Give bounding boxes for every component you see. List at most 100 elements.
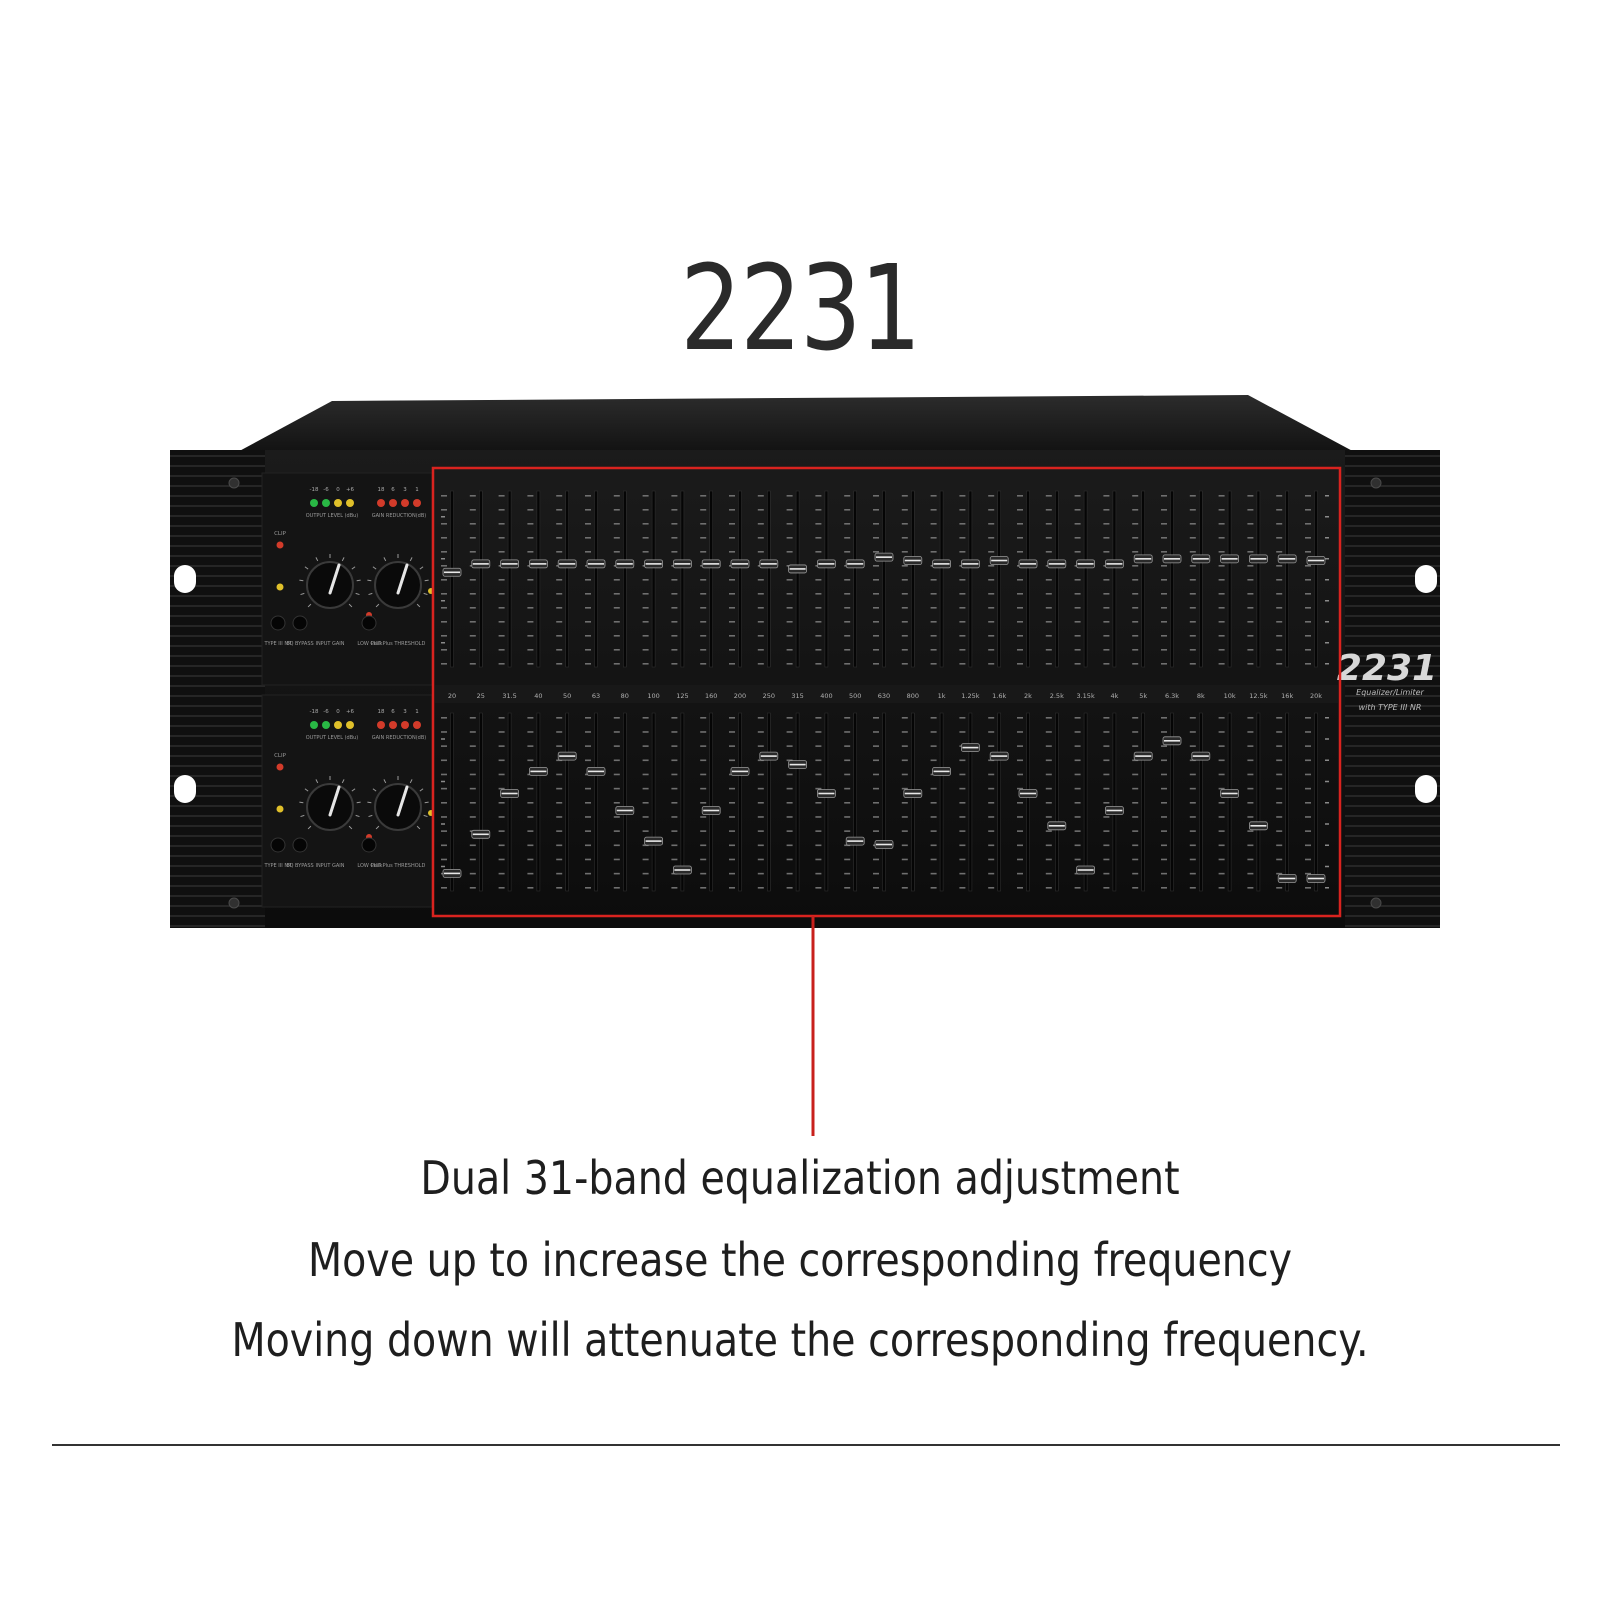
channel-1-fader-9[interactable] — [673, 559, 692, 569]
eq-bypass-button[interactable] — [292, 837, 308, 853]
fader-tick — [671, 858, 678, 861]
fader-tick — [527, 607, 534, 609]
channel-2-fader-27[interactable] — [1191, 751, 1211, 761]
channel-1-fader-27[interactable] — [1191, 554, 1211, 564]
channel-2-fader-6[interactable] — [586, 766, 606, 776]
channel-2-fader-12[interactable] — [759, 751, 779, 761]
fader-tick — [671, 787, 678, 790]
knob-body[interactable] — [306, 783, 354, 831]
channel-2-fader-14[interactable] — [817, 789, 836, 798]
channel-2-fader-17[interactable] — [903, 789, 923, 798]
channel-2-fader-19[interactable] — [961, 743, 980, 753]
frequency-label: 20 — [448, 692, 456, 700]
eq-bypass-button[interactable] — [292, 615, 308, 631]
channel-2-fader-23[interactable] — [1076, 865, 1095, 875]
channel-1-fader-22[interactable] — [1047, 559, 1067, 569]
channel-2-fader-1[interactable] — [442, 868, 462, 878]
channel-1-fader-15[interactable] — [845, 559, 865, 569]
channel-1-fader-16[interactable] — [874, 552, 894, 562]
fader-cap-line — [876, 556, 892, 558]
channel-1-fader-21[interactable] — [1018, 559, 1038, 569]
channel-2-fader-2[interactable] — [471, 829, 491, 839]
channel-2-fader-30[interactable] — [1277, 874, 1297, 883]
level-led-icon — [322, 499, 330, 507]
input-gain-knob[interactable] — [299, 554, 361, 609]
channel-2-fader-31[interactable] — [1306, 874, 1326, 883]
fader-slot — [450, 712, 454, 892]
fader-tick — [1218, 495, 1225, 497]
channel-2-fader-25[interactable] — [1133, 751, 1153, 761]
channel-1-fader-18[interactable] — [932, 559, 951, 569]
channel-1-fader-30[interactable] — [1277, 554, 1297, 564]
fader-tick — [441, 495, 447, 497]
channel-1-fader-24[interactable] — [1105, 559, 1124, 569]
channel-2-fader-21[interactable] — [1018, 789, 1038, 798]
type-iii-nr-button[interactable] — [270, 837, 286, 853]
fader-tick — [1161, 745, 1167, 747]
channel-2-fader-20[interactable] — [989, 751, 1009, 761]
fader-tick — [1074, 523, 1081, 525]
channel-1-fader-2[interactable] — [471, 559, 491, 569]
knob-body[interactable] — [374, 783, 422, 831]
low-cut-button[interactable] — [361, 615, 377, 631]
channel-2-fader-10[interactable] — [701, 806, 721, 815]
channel-2-fader-16[interactable] — [874, 840, 894, 849]
threshold-knob[interactable] — [367, 554, 429, 609]
channel-2-fader-24[interactable] — [1105, 806, 1124, 815]
fader-slot — [1054, 490, 1059, 668]
channel-1-fader-8[interactable] — [644, 559, 664, 569]
channel-1-fader-13[interactable] — [788, 564, 807, 574]
fader-tick — [1017, 787, 1023, 790]
fader-tick — [901, 773, 908, 776]
channel-2-fader-22[interactable] — [1047, 821, 1067, 831]
channel-2-fader-9[interactable] — [673, 865, 692, 875]
fader-tick — [700, 537, 707, 539]
fader-tick — [729, 537, 735, 539]
channel-1-fader-6[interactable] — [586, 559, 606, 569]
channel-2-fader-15[interactable] — [845, 836, 865, 846]
threshold-knob[interactable] — [367, 776, 429, 831]
channel-1-fader-7[interactable] — [615, 559, 635, 569]
channel-2-fader-13[interactable] — [788, 760, 807, 770]
channel-2-fader-26[interactable] — [1162, 736, 1182, 746]
fader-tick — [671, 759, 678, 762]
channel-1-fader-5[interactable] — [557, 559, 577, 569]
fader-slot — [853, 490, 858, 668]
channel-1-fader-17[interactable] — [903, 556, 923, 565]
fader-tick — [1305, 565, 1311, 567]
channel-2-fader-7[interactable] — [615, 806, 635, 815]
channel-1-fader-11[interactable] — [730, 559, 750, 569]
channel-2-fader-3[interactable] — [500, 789, 520, 798]
scale-tick — [1325, 537, 1329, 539]
channel-2-fader-11[interactable] — [730, 766, 750, 776]
channel-2-fader-28[interactable] — [1220, 789, 1239, 798]
channel-1-fader-14[interactable] — [817, 559, 836, 569]
knob-body[interactable] — [374, 561, 422, 609]
channel-1-fader-12[interactable] — [759, 559, 779, 569]
fader-tick — [527, 509, 534, 511]
channel-1-fader-4[interactable] — [528, 559, 548, 569]
channel-2-fader-29[interactable] — [1249, 821, 1268, 831]
channel-1-fader-31[interactable] — [1306, 556, 1326, 565]
channel-1-fader-19[interactable] — [961, 559, 980, 569]
channel-1-fader-3[interactable] — [500, 559, 520, 569]
channel-1-fader-10[interactable] — [701, 559, 721, 569]
input-gain-knob[interactable] — [299, 776, 361, 831]
channel-1-fader-25[interactable] — [1133, 554, 1153, 564]
channel-2-fader-5[interactable] — [557, 751, 577, 761]
channel-1-fader-26[interactable] — [1162, 554, 1182, 564]
channel-2-fader-8[interactable] — [644, 836, 664, 846]
fader-tick — [441, 523, 447, 525]
channel-2-fader-18[interactable] — [932, 766, 951, 776]
knob-body[interactable] — [306, 561, 354, 609]
channel-1-fader-20[interactable] — [989, 556, 1009, 565]
low-cut-button[interactable] — [361, 837, 377, 853]
channel-2-fader-4[interactable] — [528, 766, 548, 776]
channel-1-fader-23[interactable] — [1076, 559, 1095, 569]
channel-1-fader-29[interactable] — [1249, 554, 1268, 564]
fader-cap-line — [760, 563, 777, 565]
fader-tick — [1276, 717, 1283, 719]
type-iii-nr-button[interactable] — [270, 615, 286, 631]
channel-1-fader-1[interactable] — [442, 567, 462, 577]
channel-1-fader-28[interactable] — [1220, 554, 1239, 564]
